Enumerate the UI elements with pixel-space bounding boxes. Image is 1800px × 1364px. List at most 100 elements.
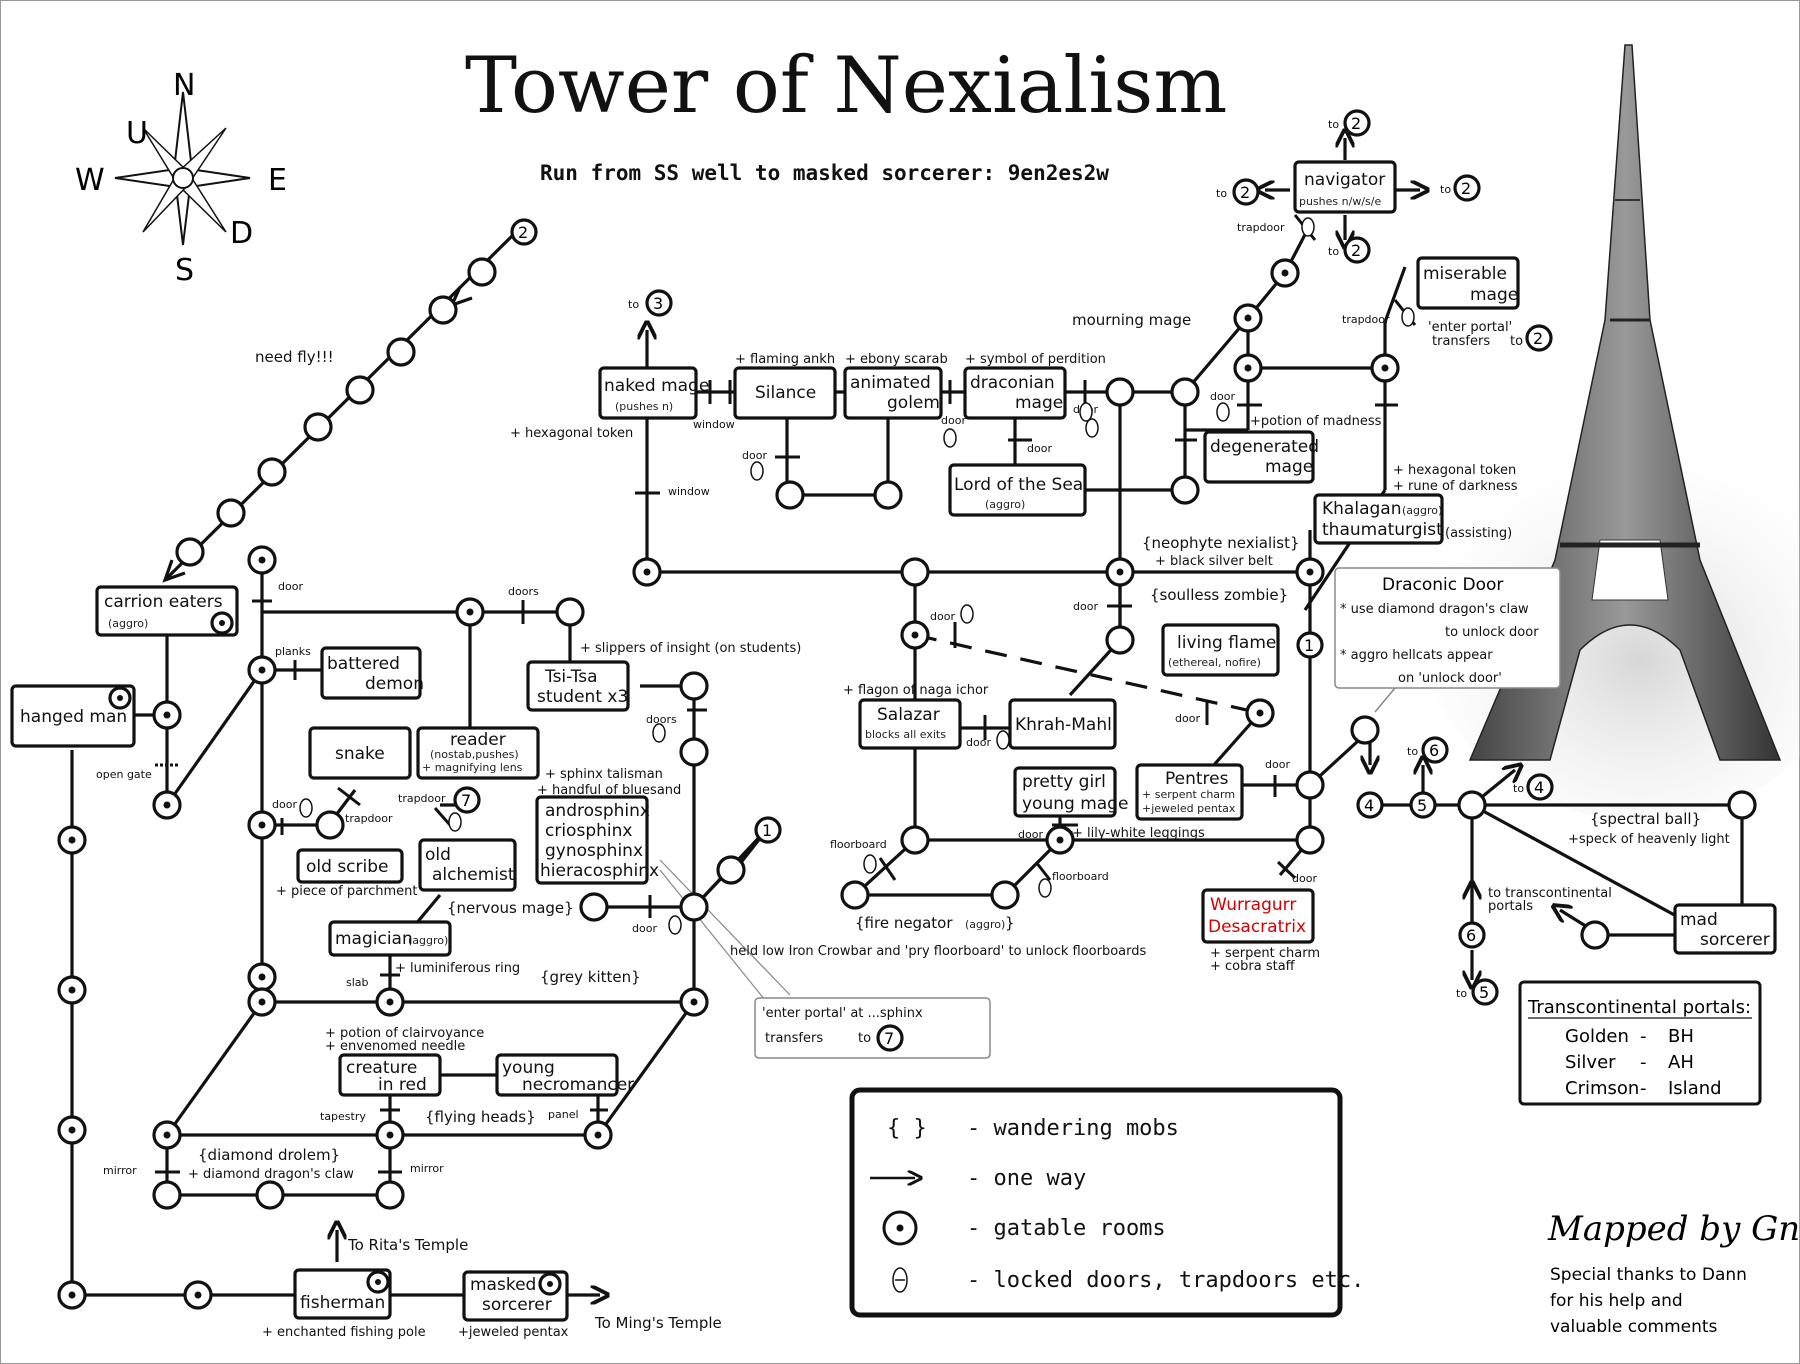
svg-text:hanged man: hanged man <box>20 707 127 727</box>
svg-text:1: 1 <box>1304 636 1314 655</box>
svg-text:Special thanks to Dann: Special thanks to Dann <box>1550 1265 1747 1285</box>
room-pentres[interactable]: Pentres + serpent charm +jeweled pentax <box>1135 763 1244 821</box>
svg-text:door: door <box>1265 758 1290 771</box>
svg-text:door: door <box>632 922 657 935</box>
svg-text:navigator: navigator <box>1304 170 1385 190</box>
svg-text:- locked doors, trapdoors etc.: - locked doors, trapdoors etc. <box>967 1268 1364 1293</box>
room-tsi-tsa[interactable]: Tsi-Tsa student x3 <box>526 660 630 712</box>
svg-text:pretty girl: pretty girl <box>1022 772 1106 792</box>
svg-text:+jeweled pentax: +jeweled pentax <box>458 1325 569 1340</box>
room-khrah-mahl[interactable]: Khrah-Mahl <box>1008 698 1117 750</box>
svg-text:miserable: miserable <box>1423 264 1507 284</box>
svg-text:+speck of heavenly light: +speck of heavenly light <box>1568 832 1730 847</box>
svg-text:to: to <box>1407 745 1418 758</box>
svg-text:+ hexagonal token: + hexagonal token <box>1393 463 1516 478</box>
room-living-flame[interactable]: living flame (ethereal, nofire) <box>1161 623 1280 677</box>
svg-text:mage: mage <box>1265 457 1313 477</box>
room-khalagan[interactable]: Khalagan (aggro) thaumaturgist <box>1313 493 1444 545</box>
room-fisherman[interactable]: fisherman <box>293 1268 392 1320</box>
svg-text:To Ming's Temple: To Ming's Temple <box>594 1314 722 1332</box>
svg-text:animated: animated <box>850 373 931 393</box>
svg-text:{flying heads}: {flying heads} <box>425 1108 536 1126</box>
room-wurragurr[interactable]: Wurragurr Desacratrix <box>1201 888 1315 944</box>
room-young-necromancer[interactable]: young necromancer <box>495 1053 634 1097</box>
svg-text:trapdoor: trapdoor <box>1342 313 1390 326</box>
svg-text:blocks all exits: blocks all exits <box>865 728 946 741</box>
svg-text:to: to <box>1510 334 1523 349</box>
svg-text:Pentres: Pentres <box>1165 769 1229 789</box>
room-masked-sorcerer[interactable]: masked sorcerer <box>462 1270 569 1322</box>
room-reader[interactable]: reader (nostab,pushes) + magnifying lens <box>416 726 540 780</box>
svg-text:living flame: living flame <box>1177 633 1276 653</box>
room-naked-mage[interactable]: naked mage (pushes n) <box>598 366 709 420</box>
svg-text:+ flagon of naga ichor: + flagon of naga ichor <box>843 683 989 698</box>
room-navigator[interactable]: navigator pushes n/w/s/e <box>1293 160 1397 214</box>
svg-text:+ sphinx talisman: + sphinx talisman <box>545 767 663 782</box>
run-directions: Run from SS well to masked sorcerer: 9en… <box>540 161 1109 185</box>
svg-text:masked: masked <box>470 1275 536 1295</box>
svg-text:mad: mad <box>1680 910 1718 930</box>
svg-text:window: window <box>693 418 735 431</box>
svg-text:mage: mage <box>1015 393 1063 413</box>
svg-text:5: 5 <box>1479 983 1489 1002</box>
room-miserable-mage[interactable]: miserable mage <box>1416 256 1520 310</box>
svg-text:gynosphinx: gynosphinx <box>545 841 643 861</box>
svg-text:+ serpent charm: + serpent charm <box>1210 946 1320 961</box>
room-sphinxes[interactable]: androsphinx criosphinx gynosphinx hierac… <box>535 795 659 885</box>
room-hanged-man[interactable]: hanged man <box>10 684 136 748</box>
svg-text:* use diamond dragon's claw: * use diamond dragon's claw <box>1340 602 1529 617</box>
svg-text:young: young <box>502 1058 555 1078</box>
svg-text:E: E <box>268 163 287 198</box>
room-magician[interactable]: magician (aggro) <box>328 920 452 957</box>
svg-text:{neophyte nexialist}: {neophyte nexialist} <box>1142 534 1300 552</box>
room-carrion-eaters[interactable]: carrion eaters (aggro) <box>95 585 239 637</box>
svg-text:N: N <box>173 68 195 103</box>
svg-text:+ symbol of perdition: + symbol of perdition <box>965 352 1106 367</box>
svg-text:to transcontinental: to transcontinental <box>1488 886 1612 901</box>
room-animated-golem[interactable]: animated golem <box>843 366 943 420</box>
svg-text:6: 6 <box>1429 741 1439 760</box>
room-pretty-girl[interactable]: pretty girl young mage <box>1013 766 1128 818</box>
svg-text:Island: Island <box>1668 1078 1722 1099</box>
room-salazar[interactable]: Salazar blocks all exits <box>858 698 962 750</box>
svg-text:{spectral ball}: {spectral ball} <box>1590 810 1701 828</box>
svg-text:carrion eaters: carrion eaters <box>104 592 223 612</box>
svg-text:(nostab,pushes): (nostab,pushes) <box>430 748 519 761</box>
room-battered-demon[interactable]: battered demon <box>320 646 424 700</box>
svg-text:Crimson: Crimson <box>1565 1078 1639 1099</box>
svg-text:7: 7 <box>461 791 471 810</box>
room-draconian-mage[interactable]: draconian mage <box>963 366 1067 420</box>
svg-text:(aggro): (aggro) <box>108 617 148 630</box>
svg-text:floorboard: floorboard <box>830 838 887 851</box>
svg-text:Silver: Silver <box>1565 1052 1616 1073</box>
draconic-door-callout: Draconic Door * use diamond dragon's cla… <box>1334 567 1561 713</box>
svg-text:pushes n/w/s/e: pushes n/w/s/e <box>1299 195 1381 208</box>
sphinx-portal-callout: 'enter portal' at ...sphinx transfers to… <box>754 997 991 1059</box>
svg-text:valuable comments: valuable comments <box>1550 1317 1718 1337</box>
room-silance[interactable]: Silance <box>733 366 837 420</box>
room-mad-sorcerer[interactable]: mad sorcerer <box>1673 903 1777 955</box>
room-degenerated-mage[interactable]: degenerated mage <box>1203 430 1319 484</box>
svg-text:degenerated: degenerated <box>1210 437 1319 457</box>
svg-text:AH: AH <box>1668 1052 1694 1073</box>
svg-text:open gate: open gate <box>96 768 152 781</box>
room-snake[interactable]: snake <box>308 726 412 780</box>
svg-text:to: to <box>1328 245 1339 258</box>
room-creature-in-red[interactable]: creature in red <box>338 1053 442 1097</box>
svg-text:+ enchanted fishing pole: + enchanted fishing pole <box>262 1325 426 1340</box>
svg-text:{grey kitten}: {grey kitten} <box>540 968 641 986</box>
svg-text:to: to <box>1216 187 1227 200</box>
svg-text:draconian: draconian <box>970 373 1055 393</box>
svg-text:window: window <box>668 485 710 498</box>
room-old-alchemist[interactable]: old alchemist <box>418 838 517 892</box>
svg-text:door: door <box>278 580 303 593</box>
svg-text:door: door <box>1018 828 1043 841</box>
svg-text:Transcontinental portals:: Transcontinental portals: <box>1527 997 1751 1018</box>
compass-rose-icon: N S E W U D <box>75 68 287 288</box>
room-lord-of-the-sea[interactable]: Lord of the Sea (aggro) <box>948 463 1087 517</box>
svg-text:sorcerer: sorcerer <box>482 1295 552 1315</box>
svg-text:door: door <box>1027 442 1052 455</box>
svg-text:reader: reader <box>450 730 506 750</box>
room-old-scribe[interactable]: old scribe <box>296 848 404 884</box>
svg-text:Mapped by Gnu: Mapped by Gnu <box>1547 1209 1800 1249</box>
